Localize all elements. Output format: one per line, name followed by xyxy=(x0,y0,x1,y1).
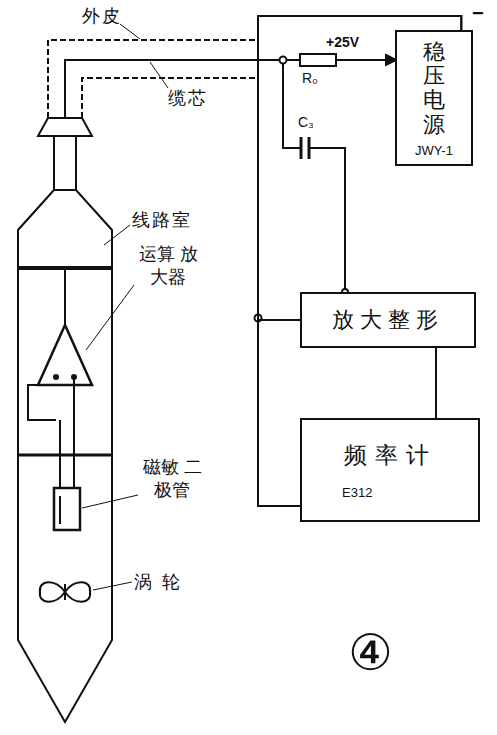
wire xyxy=(283,63,300,148)
amplifier-shaper-box: 放大整形 xyxy=(300,292,476,348)
node-text: JWY-1 xyxy=(397,143,471,164)
voltage-label: +25V xyxy=(326,34,359,50)
node-text: 放大整形 xyxy=(302,294,474,346)
turbine-axis xyxy=(64,584,66,600)
node-text: 稳压电源 xyxy=(423,40,445,137)
part-name: 缆芯 xyxy=(168,86,208,110)
wire xyxy=(64,268,66,325)
junction xyxy=(280,57,287,64)
leader-line xyxy=(104,225,130,245)
cable-sheath xyxy=(82,78,258,118)
op-amp-pin xyxy=(54,375,58,379)
cable-core xyxy=(65,60,283,118)
wire xyxy=(28,385,56,420)
part-name: 磁敏 二极管 xyxy=(140,455,205,502)
leader-line xyxy=(93,582,132,590)
magnetic-diode xyxy=(54,488,80,530)
part-name: 线路室 xyxy=(132,208,192,232)
leader-line xyxy=(120,24,140,39)
leader-line xyxy=(150,62,168,88)
wire xyxy=(59,420,61,488)
op-amp-symbol xyxy=(38,325,92,385)
probe-neck xyxy=(54,136,76,190)
polarity-sign: − xyxy=(472,2,484,25)
leader-line xyxy=(86,285,134,350)
capacitor-plate xyxy=(300,137,303,159)
wire xyxy=(286,59,300,61)
turbine xyxy=(40,582,90,602)
probe-cap xyxy=(38,118,92,136)
power-supply-box: 稳压电源 JWY-1 xyxy=(395,30,473,166)
component-label: R₀ xyxy=(302,70,318,86)
wire xyxy=(336,59,388,61)
frequency-meter-box: 频率计E312 xyxy=(300,418,480,522)
probe-body xyxy=(18,190,112,722)
wire xyxy=(73,377,75,488)
section-divider xyxy=(18,454,112,457)
node-text: 频率计 xyxy=(302,420,478,485)
diode-mark xyxy=(59,496,61,524)
node-text: E312 xyxy=(302,485,478,508)
component-label: C₃ xyxy=(298,114,314,130)
part-name: 涡轮 xyxy=(134,570,190,594)
cable-sheath xyxy=(48,40,258,118)
resistor-symbol xyxy=(300,54,336,66)
part-name: 运算 放大器 xyxy=(136,242,201,289)
part-name: 外皮 xyxy=(82,4,122,28)
wire-connector xyxy=(258,16,461,320)
leader-line xyxy=(82,495,138,508)
wire xyxy=(310,148,345,292)
wire-connector xyxy=(435,348,437,418)
figure-number: ④ xyxy=(348,628,393,678)
